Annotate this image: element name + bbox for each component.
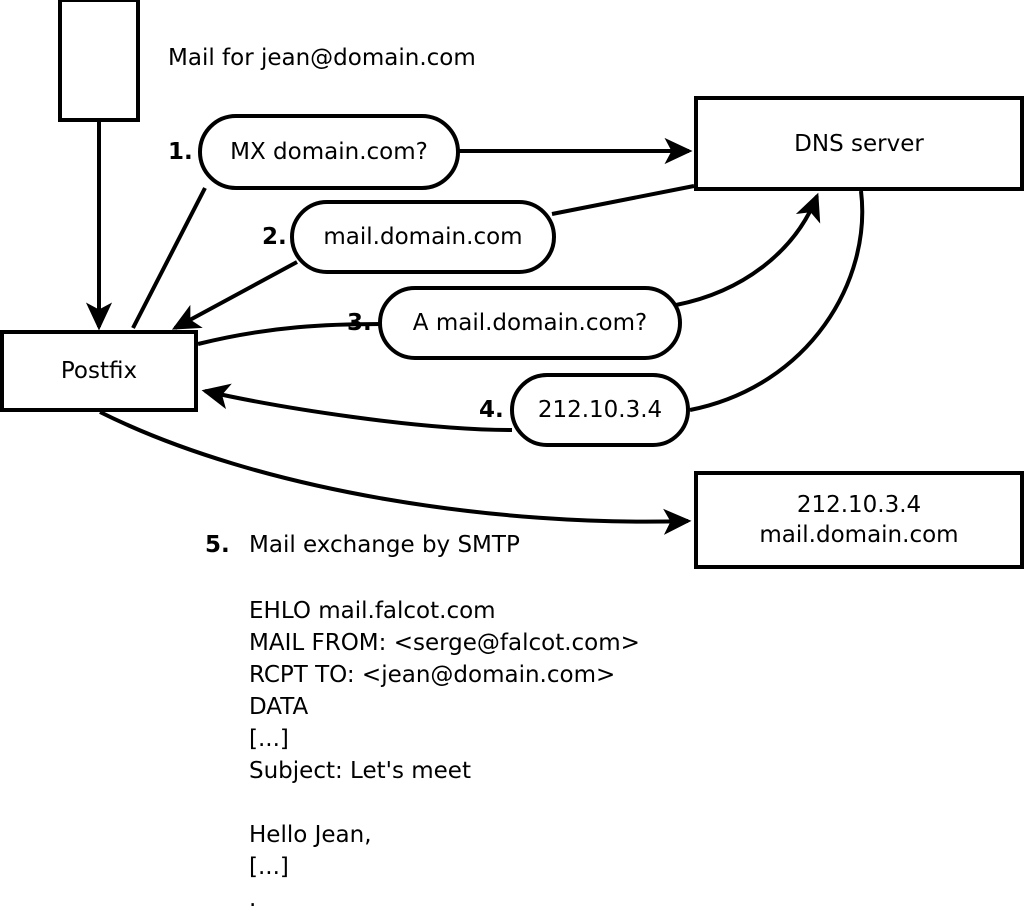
wire-postfix-to-step1	[131, 187, 207, 329]
step-number-2: 2.	[262, 224, 287, 250]
remote-mail-server-hostname: mail.domain.com	[759, 522, 959, 548]
step-4-label: 212.10.3.4	[537, 397, 663, 423]
step-number-4: 4.	[479, 397, 504, 423]
step-number-1: 1.	[168, 139, 193, 165]
wire-step2-to-postfix	[171, 260, 298, 330]
step-bubble-mx-answer: mail.domain.com	[290, 200, 556, 274]
step-5-label: Mail exchange by SMTP	[249, 532, 520, 558]
mail-for-caption: Mail for jean@domain.com	[168, 45, 476, 71]
wire-dns-to-step4	[689, 190, 865, 412]
step-bubble-mx-query: MX domain.com?	[198, 114, 460, 190]
dns-server-label: DNS server	[794, 130, 924, 157]
sender-box	[58, 0, 140, 122]
wire-postfix-to-step3	[197, 322, 383, 346]
step-bubble-a-answer: 212.10.3.4	[510, 373, 690, 447]
wire-postfix-to-mailserver	[99, 410, 692, 535]
postfix-label: Postfix	[60, 358, 138, 384]
remote-mail-server-ip: 212.10.3.4	[796, 492, 922, 518]
step-2-label: mail.domain.com	[323, 224, 523, 250]
wire-step3-to-dns	[675, 192, 821, 307]
step-1-label: MX domain.com?	[230, 139, 428, 165]
wire-step4-to-postfix	[201, 383, 513, 432]
step-3-label: A mail.domain.com?	[412, 310, 648, 336]
step-bubble-a-query: A mail.domain.com?	[378, 286, 682, 360]
step-number-3: 3.	[347, 310, 372, 336]
dns-server-node: DNS server	[694, 96, 1024, 191]
step-number-5: 5.	[205, 532, 230, 558]
smtp-transcript: EHLO mail.falcot.com MAIL FROM: <serge@f…	[249, 598, 640, 912]
postfix-node: Postfix	[0, 330, 198, 412]
remote-mail-server-node: 212.10.3.4 mail.domain.com	[694, 471, 1024, 569]
wire-dns-to-step2	[551, 184, 695, 216]
